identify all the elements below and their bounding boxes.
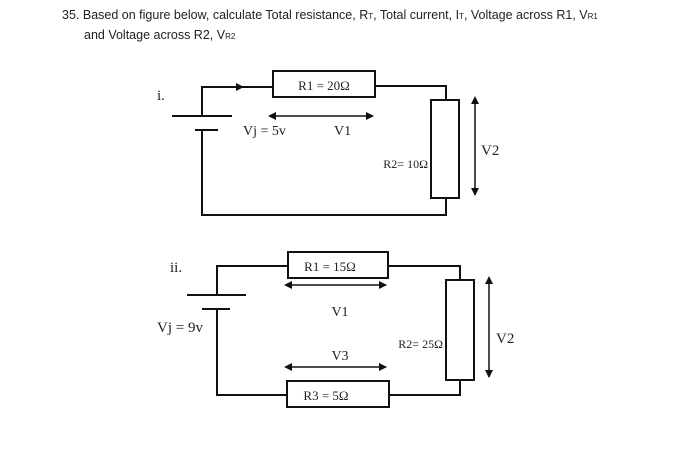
wire [216, 309, 287, 396]
v2-label: V2 [481, 143, 499, 159]
resistor-r2 [430, 99, 460, 199]
resistor-r3 [286, 380, 390, 408]
resistor-r2 [445, 279, 475, 381]
circuit-i-label: i. [157, 88, 165, 104]
resistor-r1 [272, 70, 376, 98]
r1-label: R1 = 15Ω [304, 259, 356, 274]
r2-label: R2= 10Ω [383, 157, 428, 171]
question-text: 35. Based on figure below, calculate Tot… [62, 6, 598, 46]
question-line-1: 35. Based on figure below, calculate Tot… [62, 8, 598, 22]
v1-label: V1 [331, 305, 348, 320]
circuit-ii-label: ii. [170, 260, 182, 276]
wire [216, 265, 288, 295]
v1-label: V1 [334, 124, 351, 139]
v2-label: V2 [496, 331, 514, 347]
circuit-ii: ii. Vj = 9v R1 = 15Ω V1 R2= 25Ω V2 V3 R3… [157, 251, 514, 408]
wire [389, 380, 461, 396]
circuit-i: i. R1 = 20Ω Vj = 5v V1 R2= 10Ω V2 [157, 70, 499, 216]
wire [388, 265, 461, 280]
question-number: 35. [62, 8, 80, 22]
r3-label: R3 = 5Ω [303, 388, 348, 403]
source-label: Vj = 5v [243, 124, 286, 139]
r1-label: R1 = 20Ω [298, 78, 350, 93]
wire [201, 86, 273, 116]
r2-label: R2= 25Ω [398, 337, 443, 351]
wire [375, 85, 447, 100]
source-label: Vj = 9v [157, 320, 203, 336]
question-line-2: and Voltage across R2, VR2 [84, 28, 236, 42]
wire [201, 130, 447, 216]
v3-label: V3 [331, 349, 348, 364]
